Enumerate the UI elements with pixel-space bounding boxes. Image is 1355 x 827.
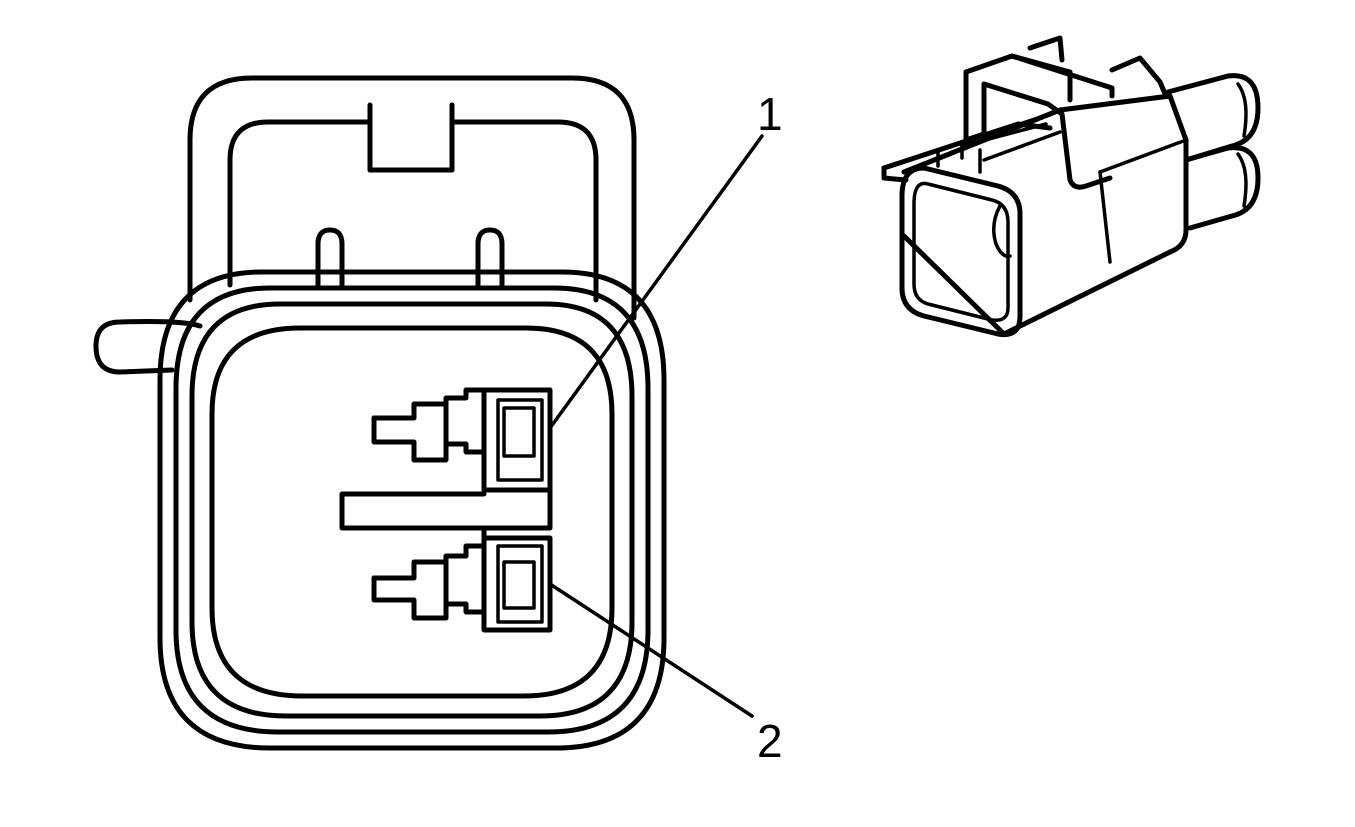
center-key <box>339 487 553 531</box>
latch-housing-outer <box>187 75 637 321</box>
leader-line-1 <box>548 134 764 430</box>
connector-isometric-view <box>881 35 1261 338</box>
inner-cavity <box>209 325 615 699</box>
shell-outer-1 <box>157 269 667 751</box>
shell-outer-2 <box>173 285 651 735</box>
callout-2: 2 <box>757 715 783 767</box>
latch-slot-right <box>475 227 505 289</box>
connector-face-view <box>93 75 764 751</box>
wire-seal-lower <box>1183 145 1261 231</box>
side-key-tab <box>93 319 203 375</box>
callout-1: 1 <box>757 88 783 140</box>
wire-seal-upper <box>1165 73 1261 163</box>
seal-ring <box>189 301 635 719</box>
latch-tab <box>367 119 455 173</box>
connector-body <box>901 93 1189 337</box>
terminal-2 <box>371 525 553 633</box>
front-face-inner <box>912 181 1010 322</box>
terminal-1 <box>371 387 553 493</box>
leader-line-2 <box>548 582 754 718</box>
latch-slot-left <box>315 227 345 289</box>
front-face-outer <box>899 165 1023 338</box>
